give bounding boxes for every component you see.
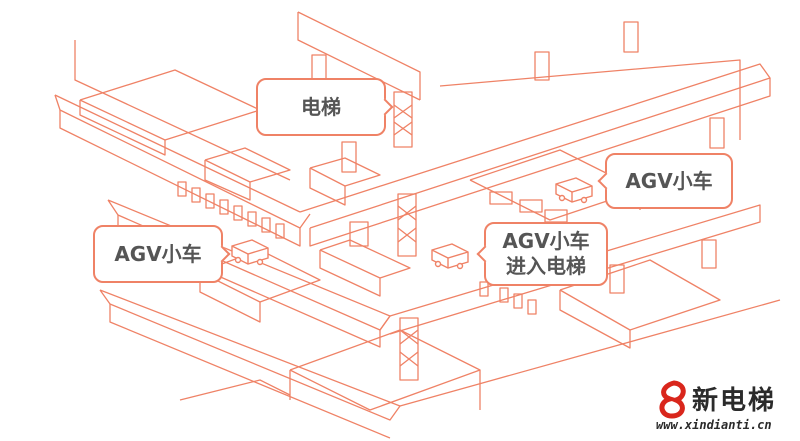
watermark-url: www.xindianti.cn bbox=[656, 418, 772, 432]
bottom-slab bbox=[99, 289, 401, 421]
agv-vehicle-left bbox=[231, 239, 269, 266]
room-7 bbox=[559, 259, 721, 331]
callout-agv-enter-line1: AGV小车 bbox=[502, 229, 590, 253]
pillar-3 bbox=[709, 117, 725, 149]
pillar-8 bbox=[349, 221, 369, 247]
callout-agv-enter-line2: 进入电梯 bbox=[506, 254, 586, 278]
rack-row-right bbox=[479, 281, 537, 315]
watermark-logo: 新电梯 www.xindianti.cn bbox=[652, 380, 798, 438]
callout-agv-right: AGV小车 bbox=[597, 153, 733, 209]
pillar-1 bbox=[534, 51, 550, 81]
room-9 bbox=[179, 379, 291, 401]
agv-vehicle-right bbox=[555, 177, 593, 204]
pillar-5 bbox=[609, 264, 625, 294]
callout-agv-left-label: AGV小车 bbox=[114, 241, 202, 266]
elevator-shaft-mid bbox=[397, 193, 417, 257]
callout-agv-left: AGV小车 bbox=[93, 225, 231, 283]
box-2 bbox=[519, 199, 543, 213]
callout-elevator-label: 电梯 bbox=[301, 94, 341, 119]
callout-agv-right-label: AGV小车 bbox=[625, 168, 713, 193]
pillar-6 bbox=[341, 141, 357, 173]
room-4 bbox=[319, 239, 411, 279]
room-8 bbox=[289, 329, 481, 411]
left-slab bbox=[54, 94, 311, 229]
brand-logo-icon bbox=[659, 380, 686, 419]
box-1 bbox=[489, 191, 513, 205]
pillar-2 bbox=[623, 21, 639, 53]
room-2 bbox=[204, 147, 291, 183]
room-1 bbox=[79, 69, 261, 141]
main-beam bbox=[299, 63, 771, 229]
room-3 bbox=[309, 157, 381, 187]
watermark-brand: 新电梯 bbox=[692, 386, 777, 416]
rack-row-left bbox=[177, 181, 285, 239]
callout-elevator: 电梯 bbox=[256, 78, 394, 136]
callout-agv-enter-elevator: AGV小车 进入电梯 bbox=[476, 222, 608, 286]
elevator-shaft-bottom bbox=[399, 317, 419, 381]
agv-vehicle-center bbox=[431, 243, 469, 270]
pillar-4 bbox=[701, 239, 717, 269]
elevator-shaft-top bbox=[393, 91, 413, 148]
back-wall bbox=[74, 40, 291, 181]
